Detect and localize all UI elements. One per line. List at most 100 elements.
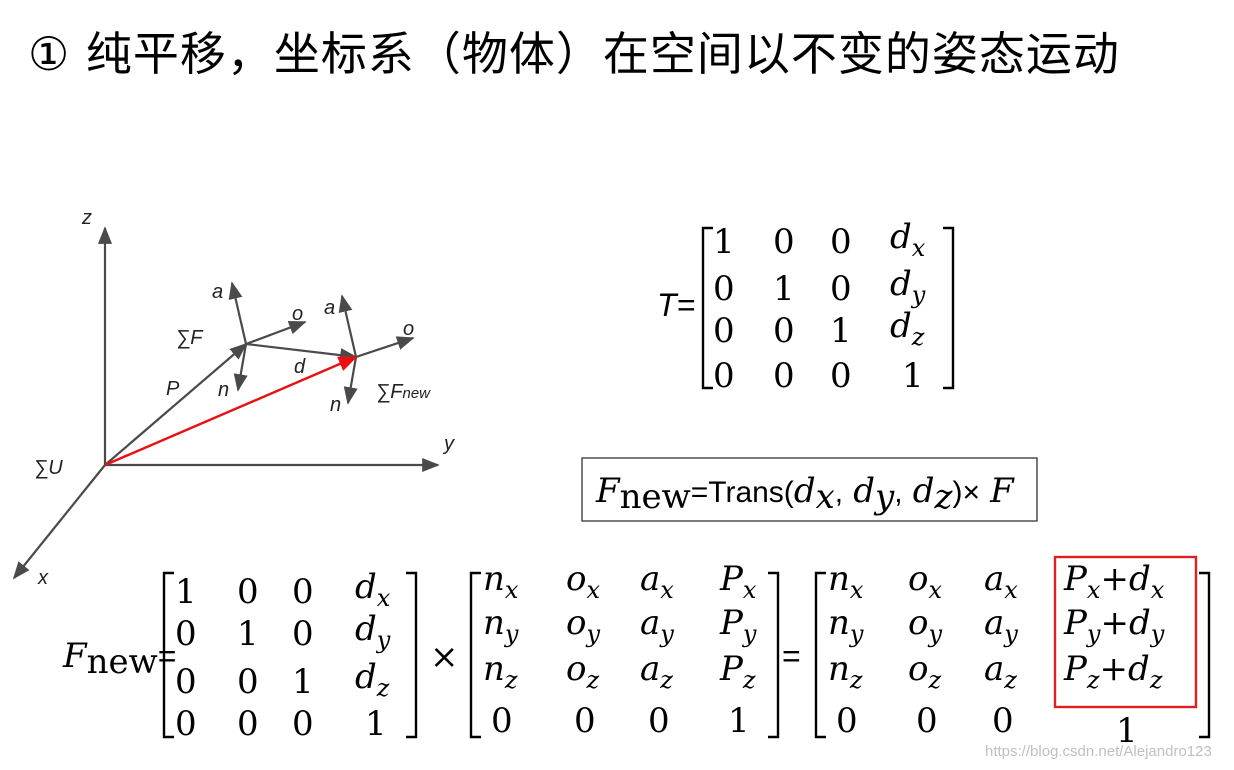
times-sign: × [430, 637, 459, 677]
m2-cell: 0 [491, 701, 513, 741]
m1-cell: 0 [237, 572, 259, 612]
m1-cell: 0 [237, 704, 259, 744]
m3-left-bracket [814, 571, 826, 739]
m2-cell: ox [566, 559, 600, 604]
frame-f-n-axis [233, 343, 248, 392]
m3-translation-cell: Py+dy [1063, 603, 1165, 648]
frame-u-label: ∑U [34, 457, 63, 479]
m2-cell: az [640, 649, 673, 694]
m2-cell: Py [719, 603, 757, 648]
t-matrix-cell: 1 [902, 356, 924, 396]
m3-cell: ax [984, 559, 1018, 604]
m3-cell: ny [828, 603, 864, 648]
m2-cell: ax [640, 559, 674, 604]
m1-cell: dx [355, 567, 391, 612]
m1-cell: 0 [237, 662, 259, 702]
m1-cell: 1 [365, 704, 387, 744]
m3-cell: nx [828, 559, 864, 604]
equals-sign: = [782, 638, 801, 674]
d-label: d [294, 356, 306, 378]
trans-formula: Fnew=Trans(dx, dy, dz)× F [595, 471, 1015, 517]
t-matrix-cell: 0 [830, 222, 852, 262]
t-matrix-cell: 1 [713, 222, 735, 262]
m2-cell: oz [566, 649, 599, 694]
m1-right-bracket [406, 571, 418, 739]
m3-cell: ox [908, 559, 942, 604]
m1-left-bracket [162, 571, 174, 739]
m3-cell: az [984, 649, 1017, 694]
frame-fnew-n-axis [343, 356, 358, 405]
m1-cell: 0 [292, 704, 314, 744]
m3-cell: nz [828, 649, 863, 694]
t-matrix-lhs: T= [657, 287, 695, 323]
frame-f-label: ∑F [176, 327, 204, 349]
m3-cell: ay [984, 603, 1018, 648]
m2-cell: ny [483, 603, 519, 648]
t-matrix-cell: 0 [830, 356, 852, 396]
a-label-fnew: a [324, 297, 335, 319]
m3-cell: oz [908, 649, 941, 694]
red-vector [104, 355, 358, 467]
o-label-fnew: o [403, 318, 414, 340]
frame-fnew-label: ∑Fnew [376, 381, 431, 403]
t-matrix-cell: 1 [830, 311, 852, 351]
t-matrix-cell: 0 [773, 222, 795, 262]
m3-cell: 0 [992, 701, 1014, 741]
p-label: P [166, 378, 180, 400]
frame-fnew-o-axis [355, 336, 415, 359]
m2-cell: nx [483, 559, 519, 604]
trans-formula-box: Fnew=Trans(dx, dy, dz)× F [581, 457, 1038, 522]
translation-vector-d [245, 342, 358, 363]
page-title: ① 纯平移，坐标系（物体）在空间以不变的姿态运动 [28, 27, 1120, 81]
t-left-bracket [701, 226, 713, 390]
m1-cell: 0 [292, 614, 314, 654]
x-axis [12, 464, 106, 580]
position-vector-p [104, 342, 248, 466]
m3-cell: oy [908, 603, 942, 648]
m2-cell: 0 [648, 701, 670, 741]
frame-fnew-a-axis [338, 294, 358, 358]
x-label: x [37, 567, 49, 589]
m3-right-bracket [1199, 571, 1211, 739]
t-matrix-cell: 0 [713, 269, 735, 309]
m2-cell: 0 [574, 701, 596, 741]
t-matrix-cell: 0 [713, 311, 735, 351]
t-matrix-cell: 0 [713, 356, 735, 396]
m3-translation-cell: Px+dx [1063, 559, 1165, 604]
m2-cell: ay [640, 603, 674, 648]
t-matrix-cell: dx [890, 217, 926, 262]
n-label-f: n [218, 379, 229, 401]
translation-column-highlight [1053, 555, 1198, 709]
m3-translation-cell: Pz+dz [1063, 649, 1163, 694]
t-right-bracket [943, 226, 955, 390]
z-label: z [81, 207, 92, 229]
m2-right-bracket [768, 571, 780, 739]
m2-cell: Px [719, 559, 757, 604]
t-matrix-cell: 0 [830, 269, 852, 309]
t-matrix-cell: 1 [773, 269, 795, 309]
m3-cell: 0 [916, 701, 938, 741]
m1-cell: 1 [292, 662, 314, 702]
watermark: https://blog.csdn.net/Alejandro123 [985, 743, 1212, 760]
m1-cell: 0 [175, 704, 197, 744]
m1-cell: dy [355, 609, 391, 654]
frame-f-o-axis [245, 320, 307, 346]
m2-cell: nz [483, 649, 518, 694]
a-label-f: a [212, 281, 223, 303]
t-matrix-cell: dy [890, 264, 926, 309]
m1-cell: 0 [175, 614, 197, 654]
m3-translation-cell: 1 [1116, 711, 1138, 751]
t-matrix-cell: dz [890, 306, 925, 351]
y-label: y [442, 433, 455, 455]
n-label-fnew: n [330, 394, 341, 416]
t-matrix-cell: 0 [773, 311, 795, 351]
m2-cell: 1 [728, 701, 750, 741]
m1-cell: 1 [237, 614, 259, 654]
o-label-f: o [292, 303, 303, 325]
bottom-lhs: Fnew= [62, 636, 176, 682]
m2-left-bracket [469, 571, 481, 739]
t-matrix-cell: 0 [773, 356, 795, 396]
